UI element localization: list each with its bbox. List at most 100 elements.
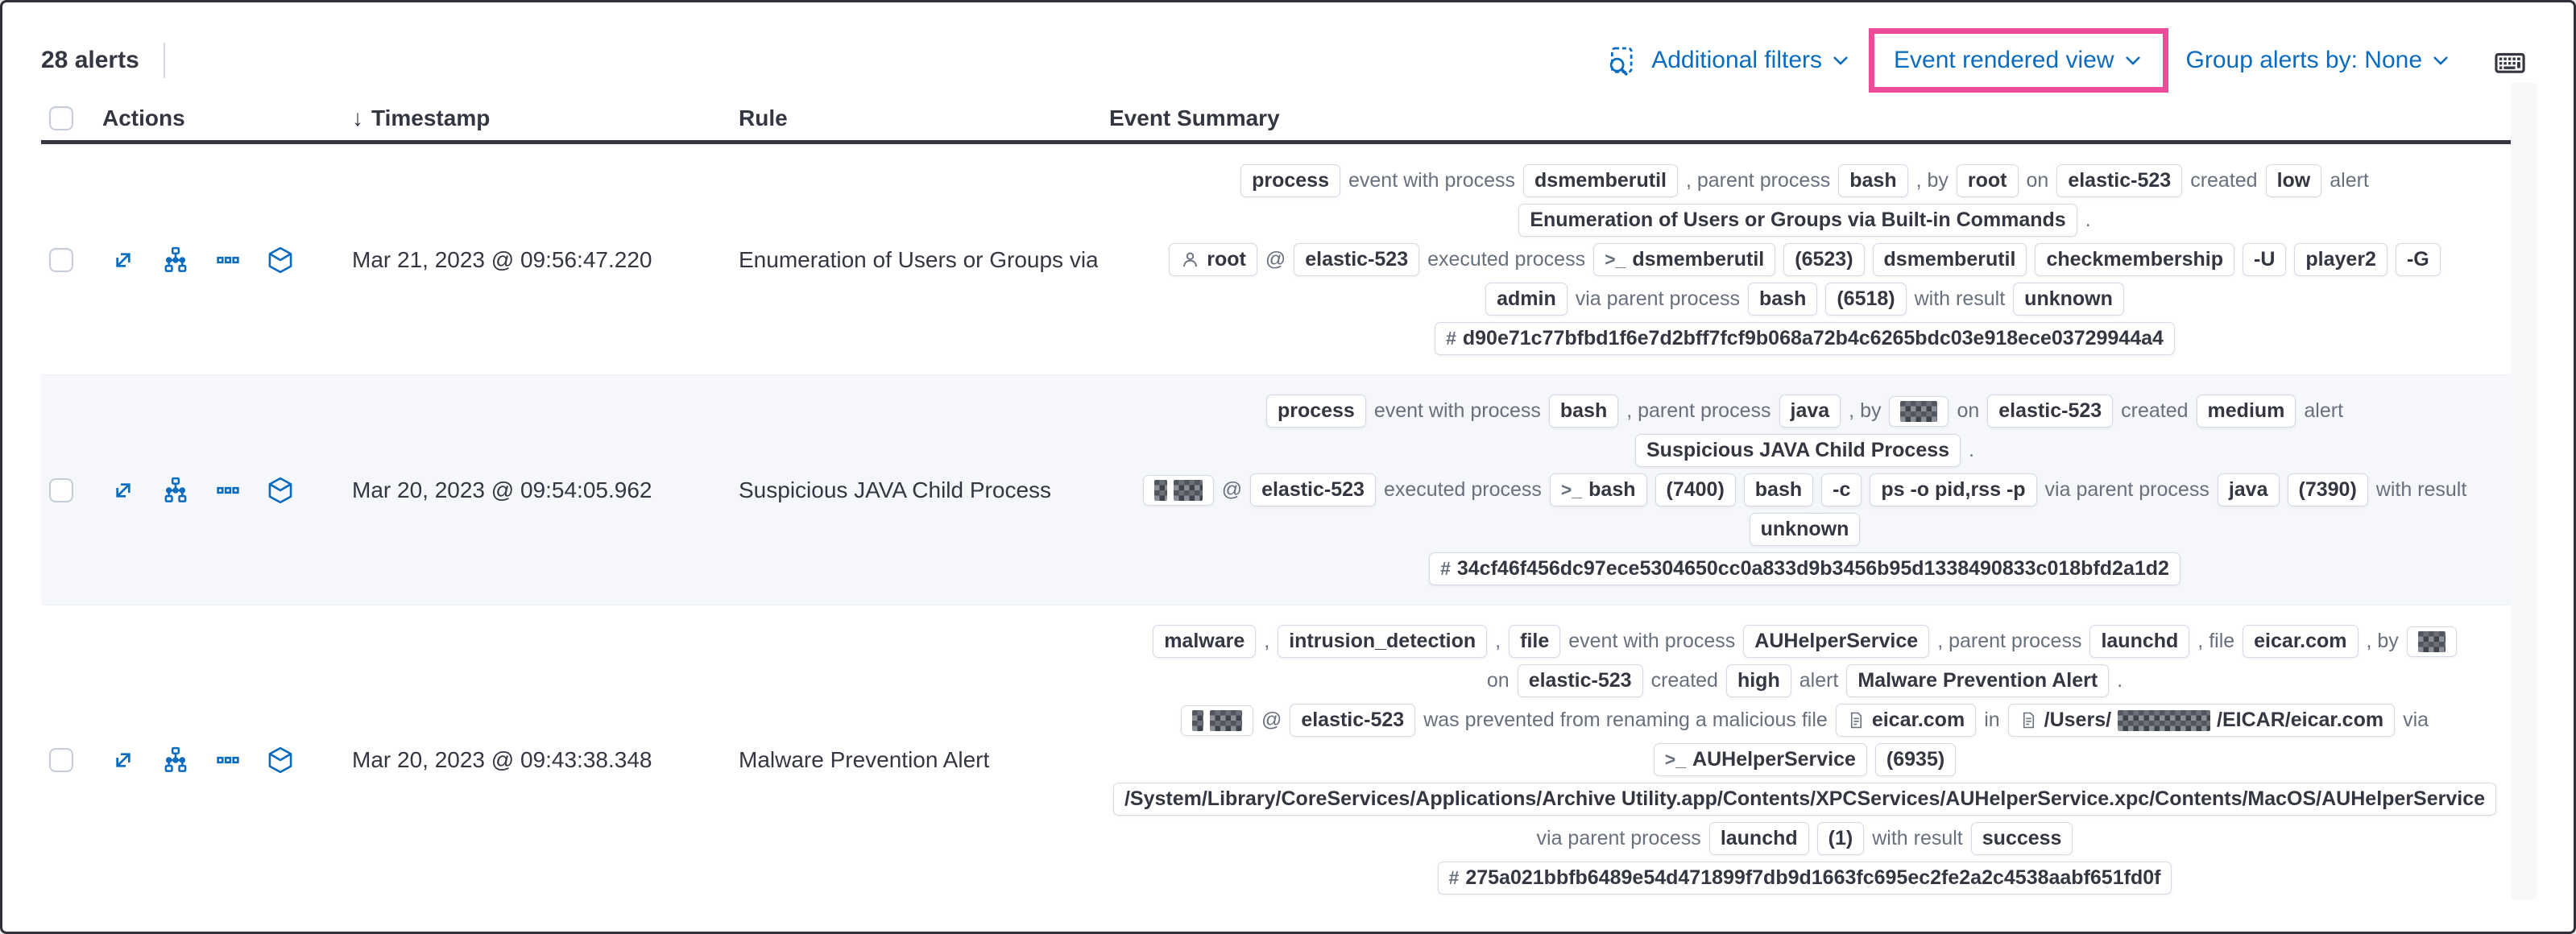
summary-value-badge[interactable]: dsmemberutil bbox=[1872, 243, 2027, 276]
badge-text: Enumeration of Users or Groups via Built… bbox=[1530, 209, 2066, 231]
summary-value-badge[interactable] bbox=[1142, 474, 1214, 506]
summary-value-badge[interactable]: elastic-523 bbox=[1290, 704, 1416, 737]
summary-value-badge[interactable] bbox=[2406, 626, 2457, 657]
row-checkbox[interactable] bbox=[49, 747, 73, 772]
summary-value-badge[interactable]: admin bbox=[1485, 283, 1568, 316]
summary-value-badge[interactable]: launchd bbox=[1708, 822, 1809, 855]
analyze-event-icon[interactable] bbox=[160, 745, 191, 775]
summary-value-badge[interactable]: root bbox=[1169, 243, 1257, 276]
summary-value-badge[interactable]: Enumeration of Users or Groups via Built… bbox=[1518, 204, 2077, 237]
summary-line: #34cf46f456dc97ece5304650cc0a833d9b3456b… bbox=[1104, 549, 2505, 589]
summary-value-badge[interactable]: >_AUHelperService bbox=[1653, 743, 1867, 776]
keyboard-shortcuts-icon[interactable] bbox=[2493, 46, 2527, 84]
summary-value-badge[interactable]: process bbox=[1240, 164, 1340, 197]
summary-value-badge[interactable]: (7390) bbox=[2287, 473, 2368, 506]
view-selector-button[interactable]: Event rendered view bbox=[1887, 47, 2150, 74]
summary-value-badge[interactable]: java bbox=[1779, 395, 1841, 428]
expand-alert-icon[interactable] bbox=[109, 746, 138, 775]
summary-value-badge[interactable]: -G bbox=[2395, 243, 2441, 276]
summary-value-badge[interactable]: ps -o pid,rss -p bbox=[1870, 473, 2037, 506]
summary-value-badge[interactable]: low bbox=[2265, 164, 2322, 197]
summary-value-badge[interactable]: elastic-523 bbox=[1517, 664, 1643, 697]
summary-value-badge[interactable]: (7400) bbox=[1655, 473, 1736, 506]
analyze-event-icon[interactable] bbox=[160, 475, 191, 506]
expand-alert-icon[interactable] bbox=[109, 246, 138, 275]
terminal-icon: >_ bbox=[1560, 479, 1583, 500]
select-all-checkbox[interactable] bbox=[49, 105, 73, 130]
summary-value-badge[interactable]: unknown bbox=[1749, 513, 1861, 546]
more-actions-icon[interactable] bbox=[213, 246, 242, 275]
summary-value-badge[interactable]: elastic-523 bbox=[2056, 164, 2183, 197]
summary-value-badge[interactable]: eicar.com bbox=[1835, 704, 1977, 737]
summary-value-badge[interactable]: bash bbox=[1743, 473, 1814, 506]
summary-value-badge[interactable]: Malware Prevention Alert bbox=[1846, 664, 2110, 697]
summary-value-badge[interactable]: elastic-523 bbox=[1294, 243, 1420, 276]
badge-text: launchd bbox=[2101, 630, 2179, 652]
header-timestamp[interactable]: ↓ Timestamp bbox=[352, 105, 491, 130]
summary-line: /System/Library/CoreServices/Application… bbox=[1104, 779, 2505, 819]
summary-value-badge[interactable]: launchd bbox=[2089, 625, 2190, 658]
badge-text: -G bbox=[2406, 248, 2429, 271]
summary-value-badge[interactable]: dsmemberutil bbox=[1523, 164, 1678, 197]
badge-text: elastic-523 bbox=[1528, 669, 1632, 692]
row-checkbox[interactable] bbox=[49, 477, 73, 502]
analyze-event-icon[interactable] bbox=[160, 245, 191, 275]
summary-value-badge[interactable]: #d90e71c77bfbd1f6e7d2bff7fcf9b068a72b4c6… bbox=[1435, 322, 2175, 355]
group-alerts-by-button[interactable]: Group alerts by: None bbox=[2180, 47, 2458, 74]
summary-value-badge[interactable]: process bbox=[1265, 395, 1366, 428]
more-actions-icon[interactable] bbox=[213, 746, 242, 775]
summary-value-badge[interactable]: AUHelperService bbox=[1743, 625, 1930, 658]
summary-value-badge[interactable]: (6523) bbox=[1783, 243, 1865, 276]
summary-value-badge[interactable]: -U bbox=[2243, 243, 2287, 276]
hash-icon: # bbox=[1448, 867, 1460, 888]
summary-value-badge[interactable] bbox=[1889, 395, 1949, 427]
summary-value-badge[interactable]: eicar.com bbox=[2243, 625, 2359, 658]
scrollbar-track[interactable] bbox=[2511, 83, 2537, 899]
rule-cell: Enumeration of Users or Groups via Bui bbox=[739, 246, 1098, 272]
summary-value-badge[interactable]: #34cf46f456dc97ece5304650cc0a833d9b3456b… bbox=[1429, 552, 2180, 585]
session-view-icon[interactable] bbox=[265, 245, 296, 275]
summary-value-badge[interactable]: elastic-523 bbox=[1987, 395, 2114, 428]
summary-value-badge[interactable]: medium bbox=[2196, 395, 2296, 428]
summary-value-badge[interactable]: -c bbox=[1821, 473, 1862, 506]
terminal-icon: >_ bbox=[1664, 749, 1687, 770]
badge-text: AUHelperService bbox=[1754, 630, 1919, 652]
summary-value-badge[interactable]: bash bbox=[1748, 283, 1818, 316]
summary-value-badge[interactable]: >_dsmemberutil bbox=[1593, 243, 1776, 276]
row-checkbox[interactable] bbox=[49, 247, 73, 272]
summary-value-badge[interactable]: intrusion_detection bbox=[1278, 625, 1488, 658]
more-actions-icon[interactable] bbox=[213, 476, 242, 505]
summary-text: @ bbox=[1265, 248, 1286, 271]
summary-value-badge[interactable]: #275a021bbfb6489e54d471899f7db9d1663fc69… bbox=[1437, 862, 2172, 895]
summary-value-badge[interactable]: >_bash bbox=[1549, 473, 1647, 506]
summary-value-badge[interactable]: (6935) bbox=[1874, 743, 1957, 776]
summary-value-badge[interactable]: (1) bbox=[1816, 822, 1865, 855]
additional-filters-button[interactable]: Additional filters bbox=[1645, 47, 1857, 74]
inspect-icon[interactable] bbox=[1605, 44, 1637, 76]
summary-text: , by bbox=[2366, 630, 2399, 652]
session-view-icon[interactable] bbox=[265, 475, 296, 506]
summary-value-badge[interactable]: java bbox=[2217, 473, 2280, 506]
summary-value-badge[interactable]: Suspicious JAVA Child Process bbox=[1635, 434, 1961, 467]
summary-value-badge[interactable]: root bbox=[1956, 164, 2019, 197]
session-view-icon[interactable] bbox=[265, 745, 296, 775]
summary-value-badge[interactable]: malware bbox=[1153, 625, 1257, 658]
summary-value-badge[interactable]: high bbox=[1725, 664, 1791, 697]
expand-alert-icon[interactable] bbox=[109, 476, 138, 505]
summary-value-badge[interactable]: player2 bbox=[2294, 243, 2388, 276]
summary-text: via parent process bbox=[1575, 287, 1740, 310]
summary-value-badge[interactable] bbox=[1180, 705, 1253, 736]
summary-value-badge[interactable]: elastic-523 bbox=[1250, 473, 1376, 506]
summary-value-badge[interactable]: unknown bbox=[2013, 283, 2124, 316]
summary-value-badge[interactable]: /Users//EICAR/eicar.com bbox=[2007, 704, 2396, 737]
summary-value-badge[interactable]: checkmembership bbox=[2035, 243, 2234, 276]
summary-value-badge[interactable]: /System/Library/CoreServices/Application… bbox=[1112, 783, 2497, 816]
summary-value-badge[interactable]: file bbox=[1509, 625, 1561, 658]
summary-line: Enumeration of Users or Groups via Built… bbox=[1104, 200, 2505, 240]
summary-value-badge[interactable]: success bbox=[1970, 822, 2073, 855]
summary-value-badge[interactable]: bash bbox=[1838, 164, 1908, 197]
summary-value-badge[interactable]: (6518) bbox=[1825, 283, 1907, 316]
badge-text: success bbox=[1982, 827, 2062, 849]
summary-value-badge[interactable]: bash bbox=[1548, 395, 1619, 428]
